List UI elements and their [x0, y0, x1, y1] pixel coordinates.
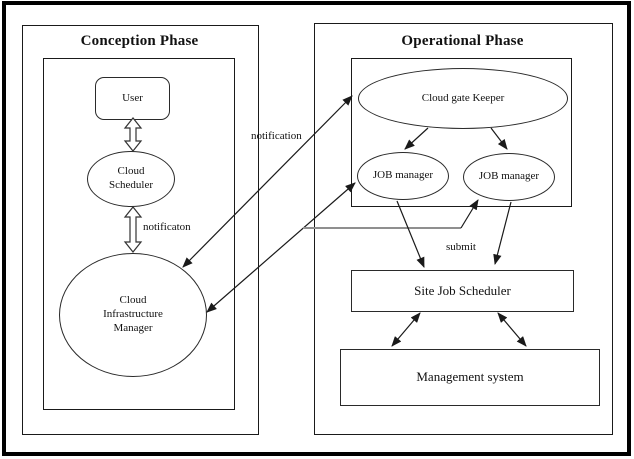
cloud-gate-keeper-node: Cloud gate Keeper [358, 68, 568, 129]
user-label: User [122, 91, 143, 104]
management-system-node: Management system [340, 349, 600, 406]
cloud-infrastructure-manager-node: Cloud Infrastructure Manager [59, 253, 207, 377]
submit-edge-label: submit [446, 241, 476, 253]
conception-phase-title: Conception Phase [80, 33, 199, 49]
job-manager-right-label: JOB manager [478, 170, 540, 183]
cloud-scheduler-label: Cloud Scheduler [109, 165, 153, 191]
cloud-gate-keeper-label: Cloud gate Keeper [421, 91, 505, 104]
user-node: User [95, 77, 170, 120]
cloud-scheduler-node: Cloud Scheduler [87, 151, 175, 207]
notificaton-edge-label: notificaton [143, 221, 191, 233]
job-manager-left-node: JOB manager [357, 152, 449, 200]
site-job-scheduler-label: Site Job Scheduler [414, 282, 511, 298]
site-job-scheduler-node: Site Job Scheduler [351, 270, 574, 312]
operational-phase-title: Operational Phase [401, 33, 524, 49]
cloud-infrastructure-manager-label: Cloud Infrastructure Manager [103, 294, 163, 334]
management-system-label: Management system [416, 369, 524, 385]
job-manager-left-label: JOB manager [372, 169, 434, 182]
job-manager-right-node: JOB manager [463, 153, 555, 201]
notification-edge-label: notification [251, 130, 302, 142]
